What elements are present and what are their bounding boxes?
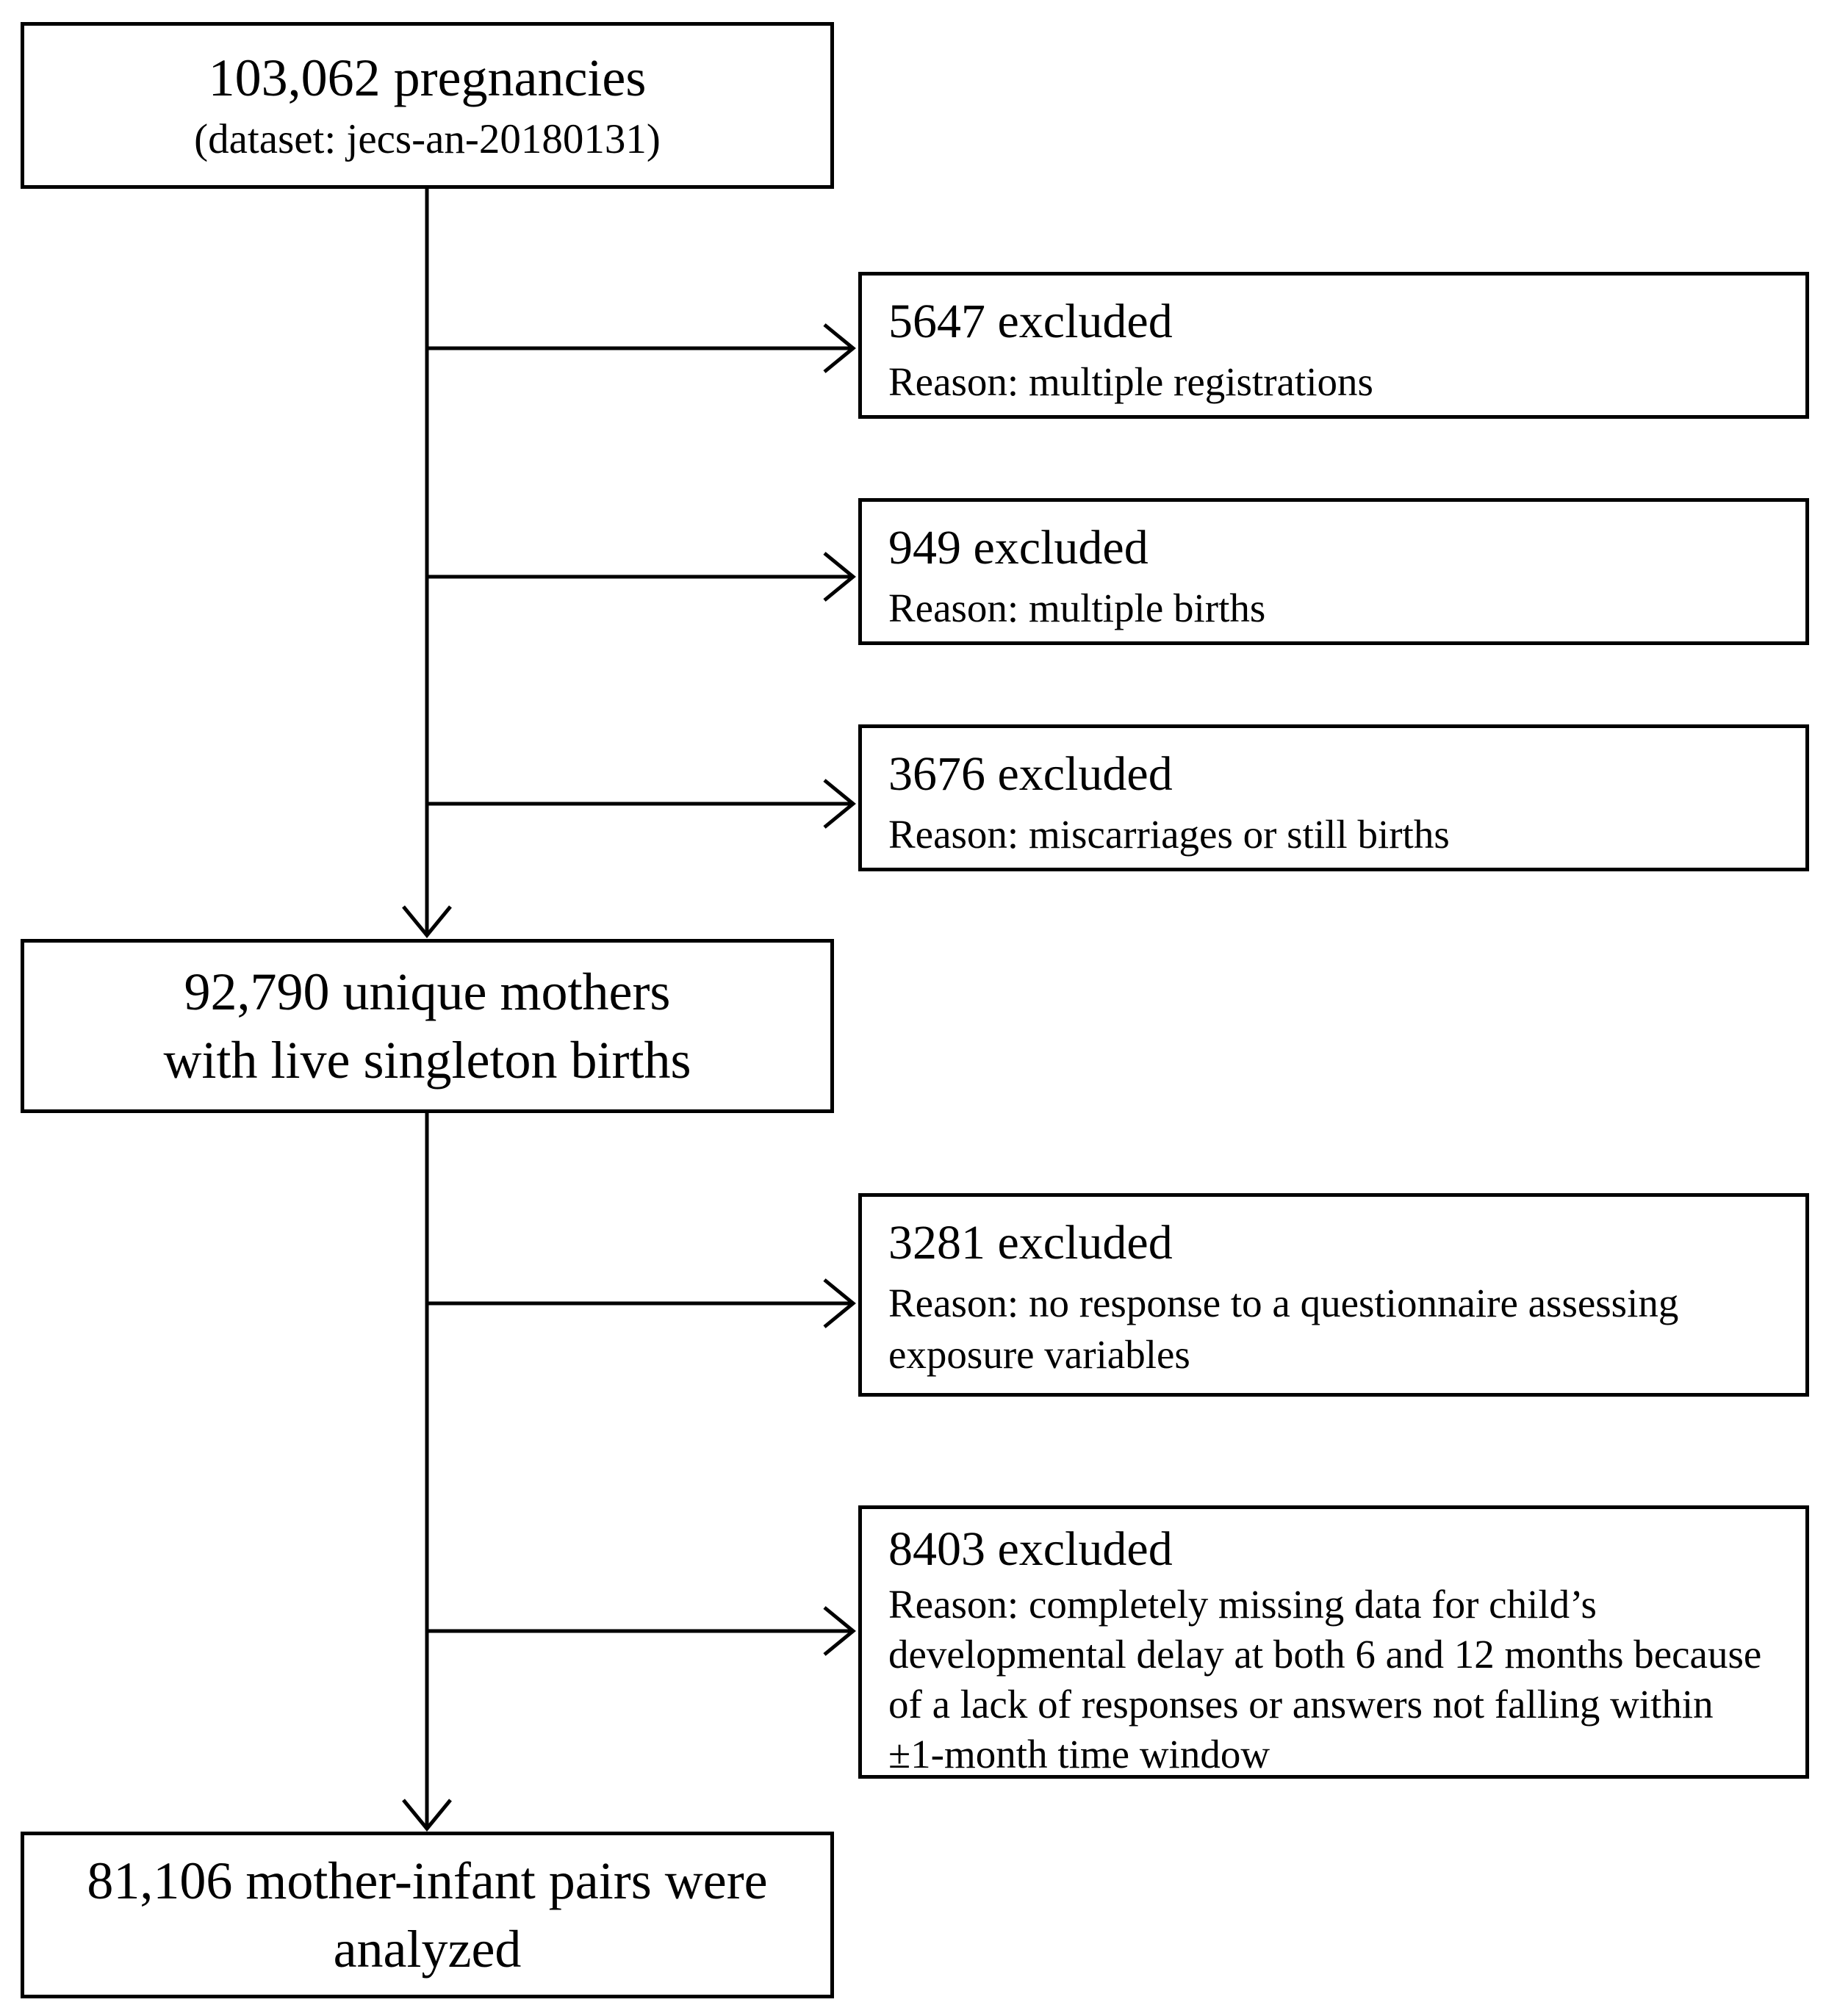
- exclusion3-reason: Reason: miscarriages or still births: [888, 811, 1450, 857]
- exclusion4-count: 3281 excluded: [888, 1216, 1173, 1270]
- exclusion1-count: 5647 excluded: [888, 295, 1173, 348]
- exclusion5-reason: Reason: completely missing data for chil…: [888, 1581, 1762, 1777]
- node-exclusion-miscarriages: 3676 excluded Reason: miscarriages or st…: [858, 724, 1809, 871]
- arrow-branch-exclusion1: [427, 323, 856, 373]
- node-pregnancies: 103,062 pregnancies (dataset: jecs-an-20…: [21, 22, 834, 189]
- node-unique-mothers-line2: with live singleton births: [163, 1030, 691, 1090]
- exclusion3-count: 3676 excluded: [888, 747, 1173, 801]
- node-exclusion-no-response: 3281 excluded Reason: no response to a q…: [858, 1193, 1809, 1397]
- arrowhead-down-icon: [402, 905, 452, 938]
- arrow-branch-exclusion5: [427, 1606, 856, 1656]
- arrow-middle-to-bottom: [402, 1113, 452, 1832]
- arrowhead-right-icon: [823, 552, 856, 602]
- node-unique-mothers-line1: 92,790 unique mothers: [184, 962, 671, 1022]
- exclusion2-count: 949 excluded: [888, 521, 1149, 575]
- node-pregnancies-count: 103,062 pregnancies: [208, 48, 647, 108]
- exclusion2-reason: Reason: multiple births: [888, 585, 1266, 630]
- node-unique-mothers: 92,790 unique mothers with live singleto…: [21, 939, 834, 1113]
- exclusion4-reason: Reason: no response to a questionnaire a…: [888, 1280, 1679, 1377]
- exclusion1-reason: Reason: multiple registrations: [888, 359, 1373, 404]
- node-analyzed-line2: analyzed: [333, 1919, 522, 1979]
- exclusion5-count: 8403 excluded: [888, 1522, 1173, 1576]
- arrowhead-right-icon: [823, 323, 856, 373]
- arrow-branch-exclusion4: [427, 1278, 856, 1328]
- arrowhead-right-icon: [823, 1606, 856, 1656]
- arrowhead-down-icon: [402, 1799, 452, 1832]
- node-analyzed: 81,106 mother-infant pairs were analyzed: [21, 1832, 834, 1998]
- node-exclusion-missing-data: 8403 excluded Reason: completely missing…: [858, 1505, 1809, 1779]
- node-analyzed-line1: 81,106 mother-infant pairs were: [87, 1851, 768, 1911]
- node-exclusion-multiple-registrations: 5647 excluded Reason: multiple registrat…: [858, 272, 1809, 419]
- node-pregnancies-dataset: (dataset: jecs-an-20180131): [194, 115, 661, 162]
- arrow-branch-exclusion3: [427, 779, 856, 829]
- arrowhead-right-icon: [823, 779, 856, 829]
- arrow-branch-exclusion2: [427, 552, 856, 602]
- arrowhead-right-icon: [823, 1278, 856, 1328]
- arrow-top-to-middle: [402, 189, 452, 938]
- node-exclusion-multiple-births: 949 excluded Reason: multiple births: [858, 498, 1809, 645]
